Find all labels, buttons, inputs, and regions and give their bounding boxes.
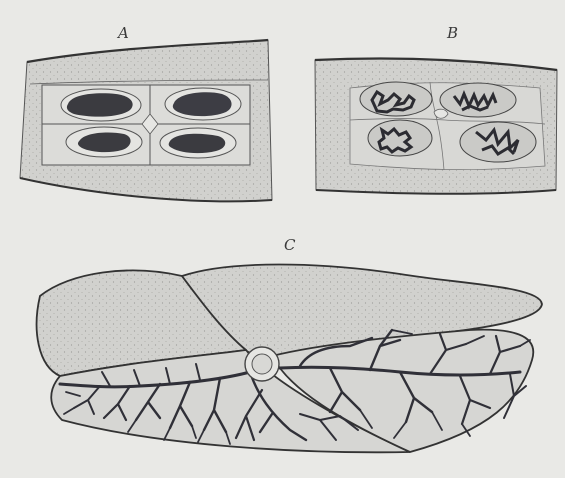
figure-b	[315, 58, 557, 193]
figure-a-cell-4	[160, 128, 236, 158]
figure-b-cell-4	[460, 122, 536, 162]
figure-a	[20, 40, 272, 201]
figure-b-cell-2	[440, 83, 516, 117]
figure-a-nucleus-4	[169, 134, 226, 153]
figure-b-cell-1	[360, 82, 432, 116]
figure-a-cell-3	[66, 127, 142, 157]
figure-b-cell-3	[368, 120, 432, 156]
figure-a-cell-1	[61, 89, 141, 121]
figure-a-cell-2	[165, 88, 241, 120]
figure-c	[37, 265, 542, 453]
